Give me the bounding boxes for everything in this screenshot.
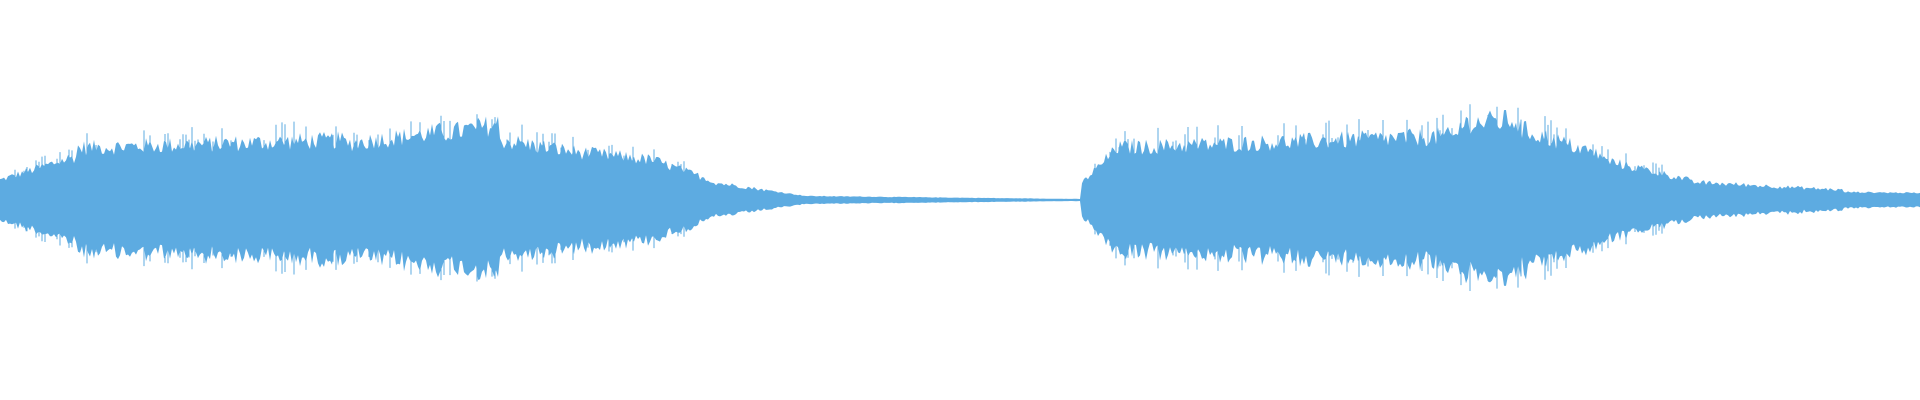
waveform-envelope [0, 110, 1920, 286]
waveform-transients [14, 104, 1663, 291]
